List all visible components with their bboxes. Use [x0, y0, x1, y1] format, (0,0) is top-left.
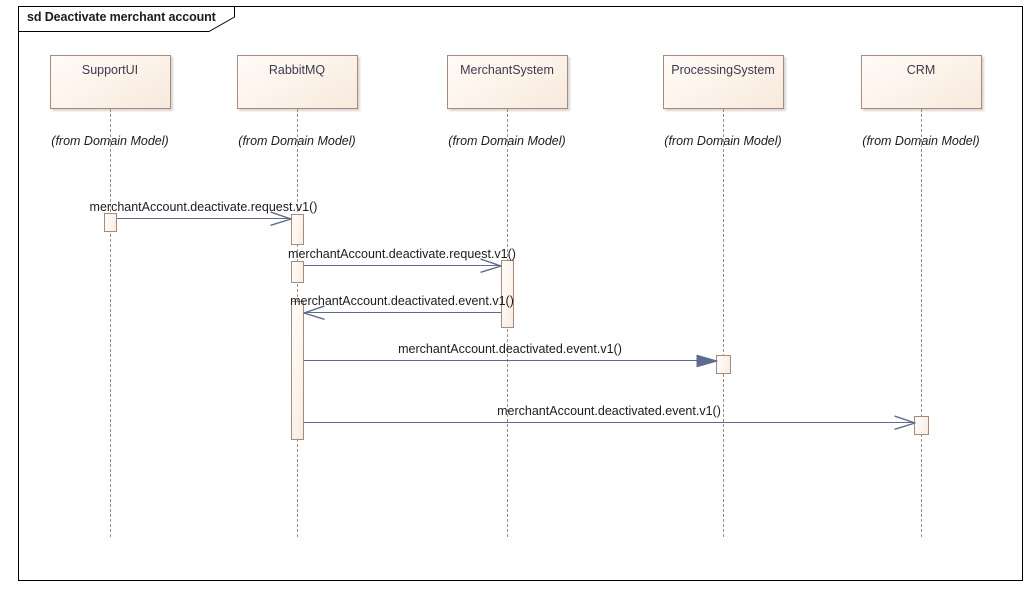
message-arrowhead-filled — [696, 354, 717, 367]
message-line[interactable] — [303, 422, 915, 423]
lifeline-package-merchantsystem: (from Domain Model) — [448, 134, 566, 148]
lifeline-name: SupportUI — [81, 63, 139, 77]
lifeline-head-processingsystem[interactable]: ProcessingSystem — [662, 55, 784, 109]
lifeline-package-rabbitmq: (from Domain Model) — [238, 134, 356, 148]
lifeline-name: CRM — [906, 63, 936, 77]
message-line[interactable] — [303, 265, 501, 266]
lifeline-dash-processingsystem — [723, 109, 724, 537]
lifeline-name: ProcessingSystem — [671, 63, 775, 77]
message-line[interactable] — [116, 218, 291, 219]
activation-bar[interactable] — [500, 260, 514, 328]
message-label[interactable]: merchantAccount.deactivated.event.v1() — [398, 342, 622, 356]
lifeline-head-crm[interactable]: CRM — [860, 55, 982, 109]
activation-bar[interactable] — [715, 355, 731, 374]
activation-bar[interactable] — [913, 416, 929, 435]
message-line[interactable] — [303, 312, 501, 313]
interaction-frame — [18, 6, 1023, 581]
lifeline-name: RabbitMQ — [268, 63, 326, 77]
message-arrowhead-open — [893, 415, 916, 430]
message-line[interactable] — [303, 360, 717, 361]
lifeline-head-rabbitmq[interactable]: RabbitMQ — [236, 55, 358, 109]
lifeline-name: MerchantSystem — [460, 63, 554, 77]
message-arrowhead-open — [302, 305, 325, 320]
message-label[interactable]: merchantAccount.deactivate.request.v1() — [288, 247, 516, 261]
lifeline-dash-supportui — [110, 109, 111, 537]
lifeline-dash-crm — [921, 109, 922, 537]
activation-bar[interactable] — [290, 261, 304, 283]
message-arrowhead-open — [479, 258, 502, 273]
message-label[interactable]: merchantAccount.deactivate.request.v1() — [89, 200, 318, 214]
activation-bar[interactable] — [103, 213, 117, 232]
activation-bar[interactable] — [290, 301, 304, 440]
lifeline-package-supportui: (from Domain Model) — [51, 134, 169, 148]
lifeline-head-merchantsystem[interactable]: MerchantSystem — [446, 55, 568, 109]
lifeline-package-processingsystem: (from Domain Model) — [664, 134, 782, 148]
message-label[interactable]: merchantAccount.deactivated.event.v1() — [290, 294, 514, 308]
activation-bar[interactable] — [290, 214, 304, 245]
message-arrowhead-open — [269, 211, 292, 226]
message-label[interactable]: merchantAccount.deactivated.event.v1() — [497, 404, 721, 418]
lifeline-head-supportui[interactable]: SupportUI — [49, 55, 171, 109]
frame-title: sd Deactivate merchant account — [27, 10, 216, 24]
lifeline-package-crm: (from Domain Model) — [862, 134, 980, 148]
